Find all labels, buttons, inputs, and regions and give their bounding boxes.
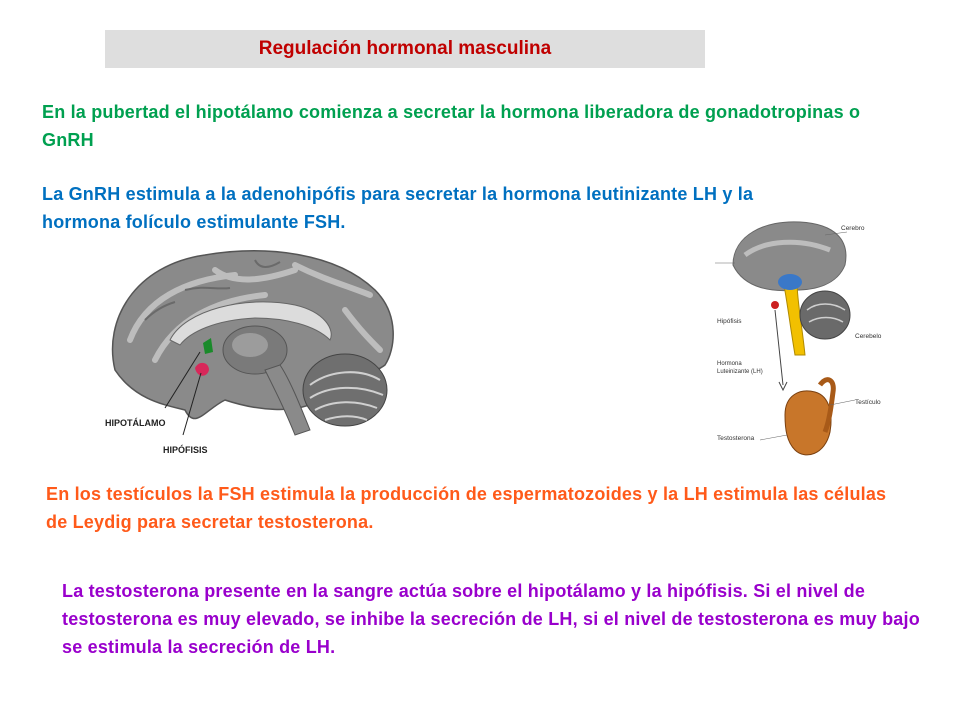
pituitary-dot [771, 301, 779, 309]
label-testicle: Testículo [855, 399, 881, 406]
paragraph-puberty: En la pubertad el hipotálamo comienza a … [42, 102, 861, 150]
brain-sagittal-illustration: HIPOTÁLAMO HIPÓFISIS [105, 250, 394, 455]
pituitary-marker [195, 362, 209, 376]
label-pituitary: HIPÓFISIS [163, 444, 208, 455]
label-testosterone: Testosterona [717, 435, 755, 442]
label-hormone-line2: Luteinizante (LH) [717, 369, 763, 375]
corpus-callosum [169, 301, 332, 346]
label-hypothalamus: HIPOTÁLAMO [105, 418, 166, 428]
page-title: Regulación hormonal masculina [258, 38, 552, 59]
paragraph-feedback: La testosterona presente en la sangre ac… [62, 581, 920, 657]
label-brain: Cerebro [841, 225, 865, 232]
hormone-axis-illustration: Cerebro Hipófisis Cerebelo Hormona Lutei… [715, 221, 882, 456]
brainstem-yellow [782, 279, 806, 356]
hypothalamus-marker [203, 338, 213, 354]
label-cerebellum: Cerebelo [855, 333, 882, 340]
brain-shape [732, 221, 847, 292]
title-bar: Regulación hormonal masculina [105, 30, 705, 68]
brainstem [264, 364, 311, 436]
label-pituitary-small: Hipófisis [717, 318, 742, 325]
testicle-shape [784, 390, 832, 456]
label-hormone-line1: Hormona [717, 361, 742, 367]
cerebellum [302, 353, 388, 427]
cerebellum-shape [799, 290, 851, 340]
paragraph-testicles: En los testículos la FSH estimula la pro… [46, 484, 887, 532]
paragraph-gnrh: La GnRH estimula a la adenohipófis para … [42, 184, 754, 232]
